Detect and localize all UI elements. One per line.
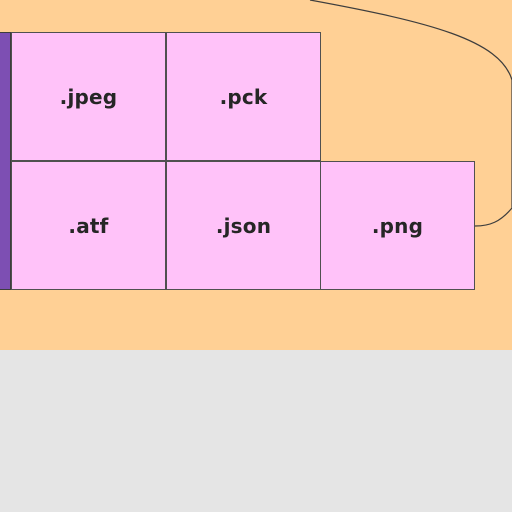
connector-line <box>309 0 512 227</box>
side-bar-shape[interactable] <box>0 32 11 290</box>
connector-path[interactable] <box>309 0 512 227</box>
file-cell-atf[interactable]: .atf <box>11 161 166 290</box>
file-cell-label: .png <box>371 213 424 238</box>
file-cell-png[interactable]: .png <box>320 161 475 290</box>
file-cell-jpeg[interactable]: .jpeg <box>11 32 166 161</box>
file-cell-pck[interactable]: .pck <box>166 32 321 161</box>
file-cell-label: .json <box>215 213 272 238</box>
file-cell-label: .pck <box>219 84 268 109</box>
file-cell-label: .jpeg <box>59 84 118 109</box>
diagram-canvas: .jpeg .pck .atf .json .png <box>0 0 512 350</box>
file-cell-json[interactable]: .json <box>166 161 321 290</box>
file-cell-label: .atf <box>68 213 109 238</box>
